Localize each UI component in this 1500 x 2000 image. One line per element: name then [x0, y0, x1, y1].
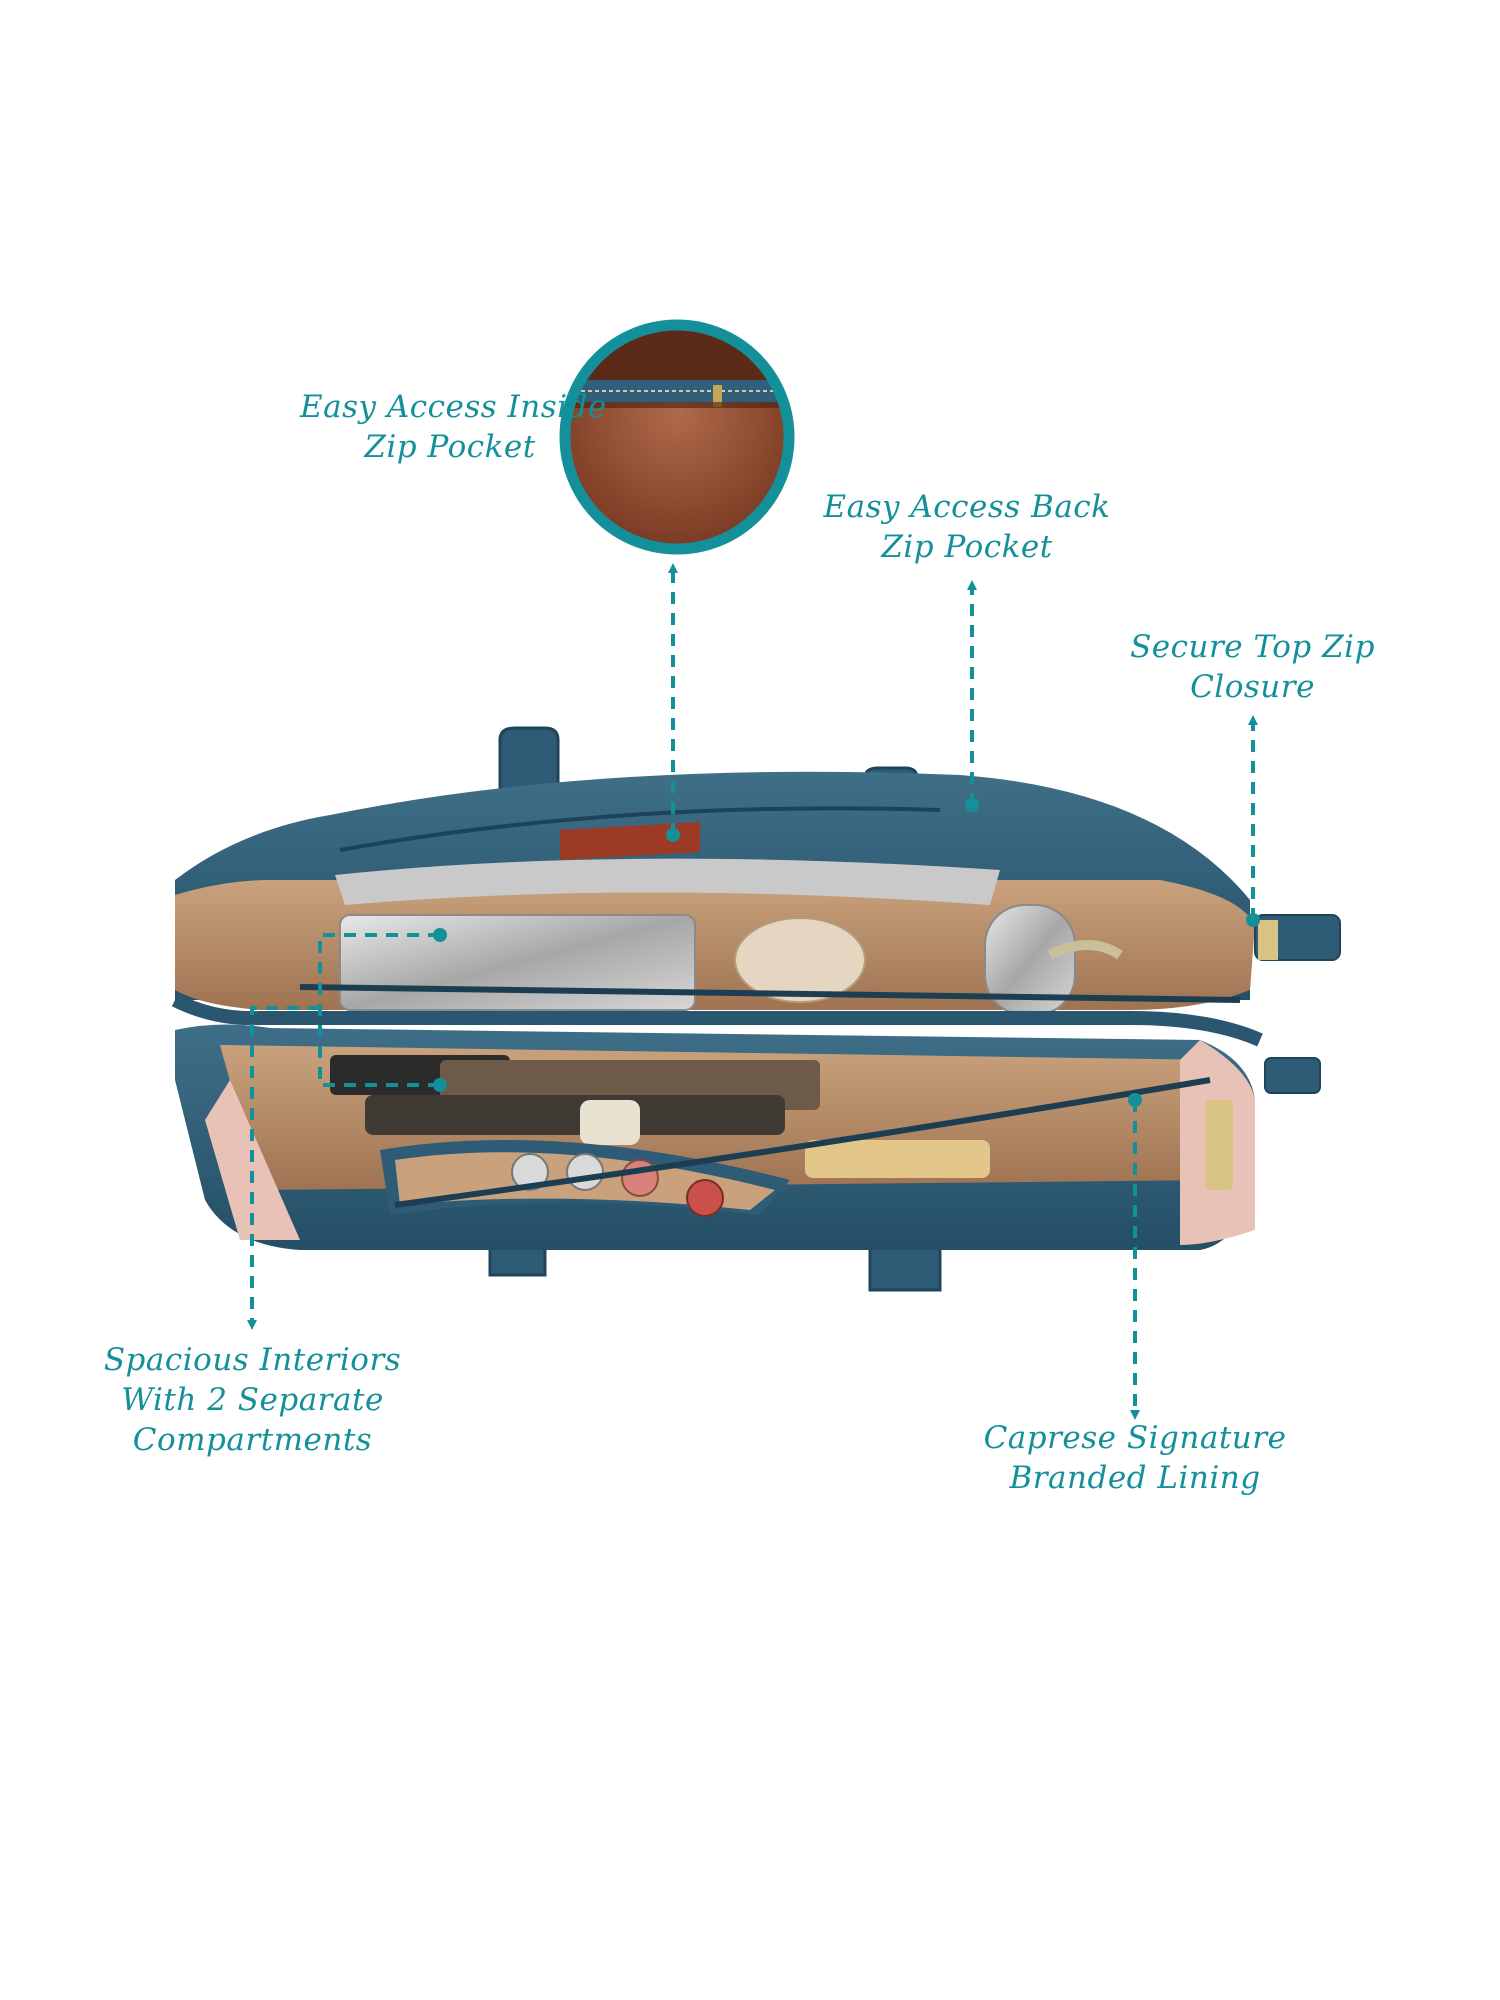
callout-back-zip-pocket: Easy Access Back Zip Pocket [817, 487, 1117, 567]
callout-lines [247, 563, 1258, 1420]
callout-top-zip-line1: Secure Top Zip [1130, 629, 1375, 665]
inside-pocket-inset [559, 319, 795, 555]
interiors-arrow-line-2 [247, 1006, 320, 1330]
callout-lining-line2: Branded Lining [1009, 1460, 1261, 1496]
handbag [171, 726, 1341, 1292]
callout-inside-zip-line1: Easy Access Inside [300, 389, 607, 425]
callout-signature-lining: Caprese Signature Branded Lining [975, 1418, 1295, 1498]
callout-spacious-interiors: Spacious Interiors With 2 Separate Compa… [100, 1340, 405, 1460]
callout-inside-zip-line2: Zip Pocket [364, 429, 536, 465]
callout-interiors-line1: Spacious Interiors [103, 1342, 402, 1378]
callout-lining-line1: Caprese Signature [983, 1420, 1287, 1456]
callout-top-zip-closure: Secure Top Zip Closure [1120, 627, 1385, 707]
callout-back-pocket-line1: Easy Access Back [823, 489, 1111, 525]
callout-interiors-line3: Compartments [132, 1422, 373, 1458]
callout-inside-zip-pocket: Easy Access Inside Zip Pocket [300, 387, 607, 467]
callout-dots [433, 798, 1260, 1107]
callout-top-zip-line2: Closure [1190, 669, 1315, 705]
callout-back-pocket-line2: Zip Pocket [881, 529, 1053, 565]
callout-interiors-line2: With 2 Separate [121, 1382, 384, 1418]
